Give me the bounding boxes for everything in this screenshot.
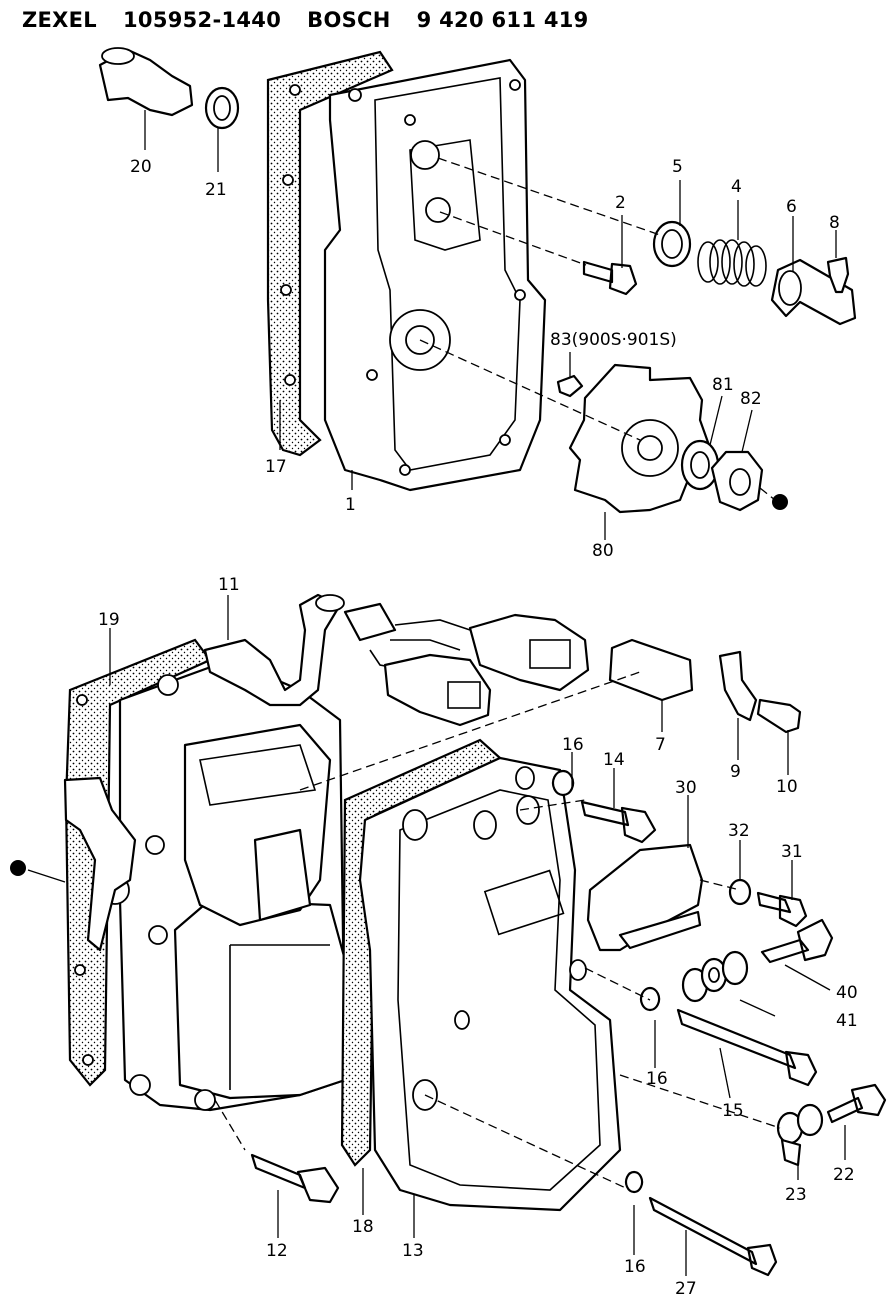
plate-30 — [586, 843, 704, 952]
plate-9 — [718, 650, 758, 722]
callout-82: 82 — [740, 389, 762, 409]
callout-8: 8 — [829, 213, 840, 233]
callout-2: 2 — [615, 193, 626, 213]
connector-sleeve — [343, 602, 397, 642]
callout-12: 12 — [266, 1241, 288, 1261]
callout-23: 23 — [785, 1185, 807, 1205]
connector-male — [468, 613, 590, 692]
part-number-primary: 105952-1440 — [123, 8, 282, 32]
callout-13: 13 — [402, 1241, 424, 1261]
callout-20: 20 — [130, 157, 152, 177]
reference-dot-upper — [772, 494, 788, 510]
callout-31: 31 — [781, 842, 803, 862]
plug-20 — [98, 48, 194, 117]
actuator-cylinder — [173, 898, 347, 1100]
callout-19: 19 — [98, 610, 120, 630]
callout-5: 5 — [672, 157, 683, 177]
bracket-7 — [608, 638, 694, 702]
callout-7: 7 — [655, 735, 666, 755]
part-number-secondary: 9 420 611 419 — [416, 8, 589, 32]
spring-4 — [697, 239, 767, 287]
callout-11: 11 — [218, 575, 240, 595]
callout-21: 21 — [205, 180, 227, 200]
screw-8 — [826, 256, 850, 294]
reference-dot-lower — [10, 860, 26, 876]
callout-18: 18 — [352, 1217, 374, 1237]
callout-15: 15 — [722, 1101, 744, 1121]
callout-80: 80 — [592, 541, 614, 561]
callout-41: 41 — [836, 1011, 858, 1031]
callout-30: 30 — [675, 778, 697, 798]
screw-2 — [582, 260, 638, 296]
connector-female — [383, 653, 492, 727]
washer-set-23 — [776, 1103, 824, 1167]
callout-16-bottom: 16 — [624, 1257, 646, 1277]
bolt-27 — [648, 1196, 778, 1277]
washer-16-mid — [639, 986, 661, 1012]
housing-1 — [323, 58, 547, 492]
callout-16-top: 16 — [562, 735, 584, 755]
callout-labels: 20 21 17 1 2 5 4 6 8 83(900S·901S) 81 82… — [98, 157, 858, 1299]
washer-16-bottom — [624, 1170, 644, 1194]
callout-32: 32 — [728, 821, 750, 841]
brand-secondary: BOSCH — [307, 8, 391, 32]
actuator-bracket — [63, 776, 137, 952]
upper-assembly — [98, 47, 857, 540]
callout-16-mid: 16 — [646, 1069, 668, 1089]
key-83 — [556, 374, 584, 398]
callout-14: 14 — [603, 750, 625, 770]
callout-6: 6 — [786, 197, 797, 217]
bolt-22 — [826, 1083, 887, 1124]
washer-set-41 — [681, 950, 749, 1003]
callout-17: 17 — [265, 457, 287, 477]
callout-81: 81 — [712, 375, 734, 395]
callout-10: 10 — [776, 777, 798, 797]
bolt-12 — [250, 1153, 340, 1204]
callout-83: 83(900S·901S) — [550, 330, 677, 350]
gasket-19 — [64, 638, 212, 1087]
callout-9: 9 — [730, 762, 741, 782]
bolt-15 — [676, 1008, 818, 1087]
callout-40: 40 — [836, 983, 858, 1003]
washer-16-top — [551, 769, 575, 797]
callout-27: 27 — [675, 1279, 697, 1299]
diagram-header: ZEXEL 105952-1440 BOSCH 9 420 611 419 — [22, 8, 615, 32]
lower-assembly — [10, 593, 887, 1277]
bolt-14 — [580, 800, 657, 844]
callout-1: 1 — [345, 495, 356, 515]
washer-32 — [728, 878, 752, 906]
callout-22: 22 — [833, 1165, 855, 1185]
gasket-17 — [266, 50, 394, 457]
brand-primary: ZEXEL — [22, 8, 97, 32]
bolt-40 — [760, 918, 834, 964]
bolt-31 — [756, 891, 808, 928]
callout-4: 4 — [731, 177, 742, 197]
screw-10 — [756, 698, 802, 734]
